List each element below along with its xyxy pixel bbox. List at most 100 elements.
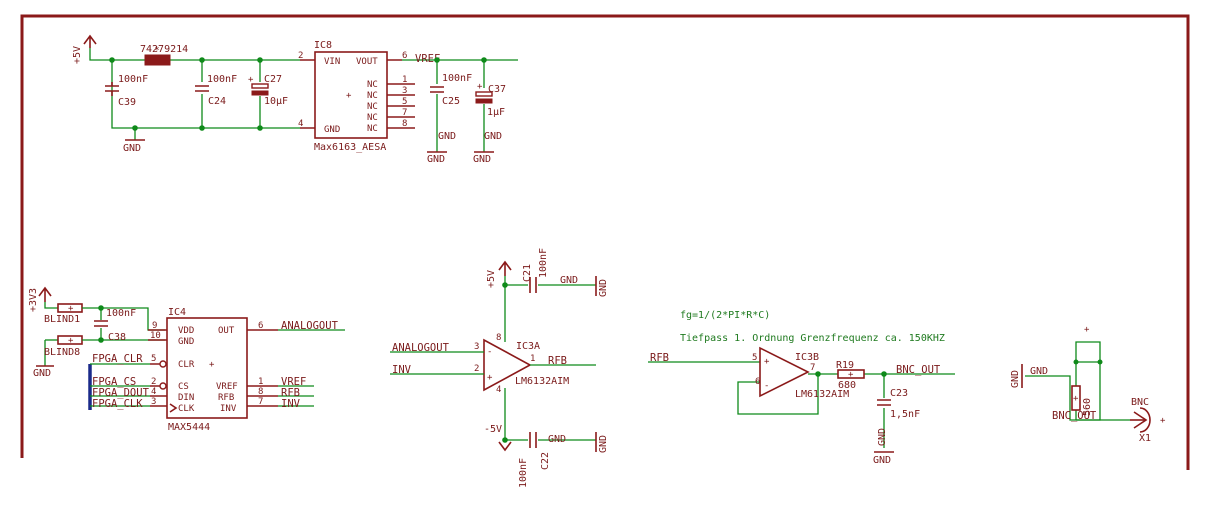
fpga-cs-net: FPGA_CS [92, 376, 136, 388]
c24-value: 100nF [207, 74, 237, 85]
svg-text:+5V: +5V [486, 270, 497, 288]
svg-text:7: 7 [810, 363, 815, 373]
svg-text:4: 4 [151, 387, 156, 397]
svg-text:2: 2 [151, 377, 156, 387]
svg-text:NC: NC [367, 91, 378, 101]
svg-text:4: 4 [298, 119, 303, 129]
svg-text:*: * [154, 46, 159, 56]
rfb-net-ic3b: RFB [650, 352, 669, 364]
gnd-symbol-dac: GND [33, 365, 54, 379]
analogout-net-ic3a: ANALOGOUT [392, 342, 450, 354]
cutoff-formula: fg=1/(2*PI*R*C) [680, 310, 770, 321]
ic3a-lm6132: - + IC3A LM6132AIM 8 3 2 1 4 [474, 333, 569, 395]
inv-net-ic3a: INV [392, 364, 412, 376]
capacitor-c25: 100nF C25 [430, 73, 472, 107]
inductor-74279214: * 74279214 [140, 44, 188, 66]
blind8-label: BLIND8 [44, 347, 80, 358]
svg-text:+: + [346, 91, 352, 101]
ic3b-value: LM6132AIM [795, 389, 849, 400]
svg-text:VOUT: VOUT [356, 57, 378, 67]
c27-value: 10µF [264, 96, 288, 107]
ic8-max6163: IC8 Max6163_AESA VIN VOUT GND NC NC NC N… [298, 40, 415, 153]
svg-text:+: + [209, 360, 215, 370]
svg-text:+: + [477, 82, 483, 92]
svg-text:NC: NC [367, 124, 378, 134]
ic3a-value: LM6132AIM [515, 376, 569, 387]
svg-text:GND: GND [33, 368, 51, 379]
svg-text:+: + [764, 357, 770, 367]
gnd-label-bnc: GND [1030, 366, 1048, 377]
svg-text:6: 6 [755, 377, 760, 387]
c25-name: C25 [442, 96, 460, 107]
svg-text:7: 7 [402, 108, 407, 118]
c24-name: C24 [208, 96, 226, 107]
gnd-rot-label-c22: GND [598, 435, 609, 453]
svg-text:+: + [1160, 416, 1166, 426]
svg-text:GND: GND [324, 125, 340, 135]
sheet-frame [20, 14, 1190, 470]
fpga-dout-net: FPGA_DOUT [92, 387, 150, 399]
svg-text:1: 1 [402, 75, 407, 85]
v3v3-symbol: +3V3 [28, 286, 52, 312]
gnd-rot-label-bnc: GND [1010, 370, 1021, 388]
svg-text:+: + [848, 370, 854, 380]
c39-value: 100nF [118, 74, 148, 85]
gnd-label-c25: GND [427, 154, 445, 165]
r560-value: 560 [1082, 398, 1093, 416]
ic4-value: MAX5444 [168, 422, 210, 433]
svg-text:GND: GND [123, 143, 141, 154]
bnc-out-net-filter: BNC_OUT [896, 364, 941, 376]
c23-name: C23 [890, 388, 908, 399]
capacitor-c38: 100nF C38 [94, 308, 136, 343]
svg-text:+: + [487, 373, 493, 383]
gnd-label-c22: GND [548, 434, 566, 445]
capacitor-c24: 100nF C24 [195, 74, 237, 107]
c23-value: 1,5nF [890, 409, 920, 420]
svg-text:NC: NC [367, 113, 378, 123]
fpga-clr-net: FPGA_CLR [92, 353, 143, 365]
svg-text:+: + [68, 336, 74, 346]
blind1-label: BLIND1 [44, 314, 80, 325]
vcc-5v-symbol-top: +5V [72, 34, 97, 64]
svg-text:NC: NC [367, 80, 378, 90]
c27-name: C27 [264, 74, 282, 85]
dac-section: +3V3 + + BLIND1 BLIND8 100nF C38 GND FPG… [28, 286, 345, 433]
resistor-r19: + R19 680 [836, 360, 865, 391]
inv-net-dac: INV [281, 398, 301, 410]
vref-net-label-top: VREF [415, 53, 440, 65]
analogout-net-dac: ANALOGOUT [281, 320, 339, 332]
c21-value: 100nF [538, 248, 549, 278]
svg-text:3: 3 [474, 342, 479, 352]
vref-net-dac: VREF [281, 376, 306, 388]
svg-text:1: 1 [258, 377, 263, 387]
ic4-max5444: IC4 MAX5444 VDD GND OUT CLR CS DIN CLK V… [148, 307, 278, 433]
filter-note: Tiefpass 1. Ordnung Grenzfrequenz ca. 15… [680, 333, 945, 344]
resistor-560: + 560 [1071, 385, 1093, 416]
svg-text:8: 8 [496, 333, 501, 343]
svg-text:7: 7 [258, 397, 263, 407]
c38-name: C38 [108, 332, 126, 343]
bnc-output-section: + GND GND + 560 BNC_OUT + BNC X1 [1010, 325, 1166, 444]
ic8-value: Max6163_AESA [314, 142, 386, 153]
svg-text:NC: NC [367, 102, 378, 112]
gnd-label-c23: GND [873, 455, 891, 466]
c37-name: C37 [488, 84, 506, 95]
gnd-rot-label-c23: GND [877, 428, 888, 446]
ic3a-name: IC3A [516, 341, 540, 352]
svg-text:+: + [68, 304, 74, 314]
svg-text:GND: GND [178, 337, 194, 347]
x1-name: X1 [1139, 433, 1151, 444]
rfb-net-dac: RFB [281, 387, 300, 399]
ic3b-lm6132: + - IC3B LM6132AIM 5 6 7 [752, 346, 849, 400]
vneg-5v-label: -5V [484, 424, 502, 435]
svg-text:-: - [764, 381, 769, 391]
svg-text:VDD: VDD [178, 326, 194, 336]
ic8-name: IC8 [314, 40, 332, 51]
fpga-clk-net: FPGA_CLK [92, 398, 143, 410]
r19-value: 680 [838, 380, 856, 391]
c38-value: 100nF [106, 308, 136, 319]
svg-text:9: 9 [152, 321, 157, 331]
v3v3-label: +3V3 [28, 288, 39, 312]
svg-text:1: 1 [530, 354, 535, 364]
